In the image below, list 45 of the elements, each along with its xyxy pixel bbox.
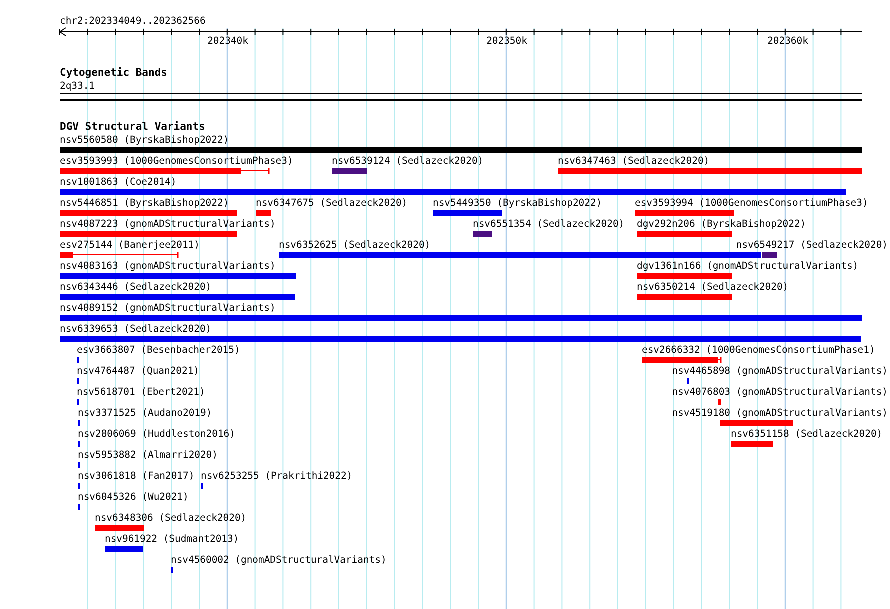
variant-label: nsv4083163 (gnomADStructuralVariants) [60,261,276,272]
variant-label: esv2666332 (1000GenomesConsortiumPhase1) [642,345,876,356]
variant-label: nsv961922 (Sudmant2013) [105,534,240,545]
variant-label: nsv6551354 (Sedlazeck2020) [473,219,625,230]
variant-label: nsv6351158 (Sedlazeck2020) [731,429,883,440]
variant-label: nsv4560002 (gnomADStructuralVariants) [171,555,387,566]
variant-label: nsv6045326 (Wu2021) [78,492,189,503]
tick-label: 202350k [486,36,528,47]
variant-label: nsv4764487 (Quan2021) [77,366,200,377]
coordinate-label: chr2:202334049..202362566 [60,16,206,27]
variant-label: nsv6350214 (Sedlazeck2020) [637,282,789,293]
variant-label: nsv3371525 (Audano2019) [78,408,212,419]
variant-label: nsv6347675 (Sedlazeck2020) [256,198,408,209]
track-heading: DGV Structural Variants [60,122,206,133]
variant-label: nsv3061818 (Fan2017) [78,471,195,482]
variant-label: esv3593993 (1000GenomesConsortiumPhase3) [60,156,294,167]
variant-label: nsv1001863 (Coe2014) [60,177,177,188]
variant-label: nsv6253255 (Prakrithi2022) [201,471,353,482]
variant-label: nsv6348306 (Sedlazeck2020) [95,513,247,524]
variant-label: nsv6339653 (Sedlazeck2020) [60,324,212,335]
variant-label: nsv5560580 (ByrskaBishop2022) [60,135,230,146]
variant-label: nsv6352625 (Sedlazeck2020) [279,240,431,251]
variant-label: nsv5446851 (ByrskaBishop2022) [60,198,230,209]
variant-label: dgv292n206 (ByrskaBishop2022) [637,219,806,230]
variant-label: nsv4087223 (gnomADStructuralVariants) [60,219,276,230]
variant-label: dgv1361n166 (gnomADStructuralVariants) [637,261,859,272]
variant-label: nsv2806069 (Huddleston2016) [78,429,236,440]
tick-label: 202340k [208,36,248,47]
variant-label: esv3663807 (Besenbacher2015) [77,345,240,356]
track-heading: Cytogenetic Bands [60,68,168,79]
variant-label: nsv4089152 (gnomADStructuralVariants) [60,303,276,314]
variant-label: nsv4465898 (gnomADStructuralVariants) [672,366,888,377]
variant-label: nsv5618701 (Ebert2021) [77,387,206,398]
variant-label: esv275144 (Banerjee2011) [60,240,200,251]
variant-label: esv3593994 (1000GenomesConsortiumPhase3) [635,198,868,209]
variant-label: nsv6347463 (Sedlazeck2020) [558,156,710,167]
variant-label: nsv6343446 (Sedlazeck2020) [60,282,212,293]
tick-label: 202360k [768,36,808,47]
variant-label: nsv6549217 (Sedlazeck2020) [736,240,888,251]
variant-label: nsv5449350 (ByrskaBishop2022) [433,198,602,209]
variant-label: nsv5953882 (Almarri2020) [78,450,218,461]
variant-label: nsv6539124 (Sedlazeck2020) [332,156,484,167]
band-label: 2q33.1 [60,81,95,92]
variant-label: nsv4519180 (gnomADStructuralVariants) [672,408,888,419]
variant-label: nsv4076803 (gnomADStructuralVariants) [672,387,888,398]
